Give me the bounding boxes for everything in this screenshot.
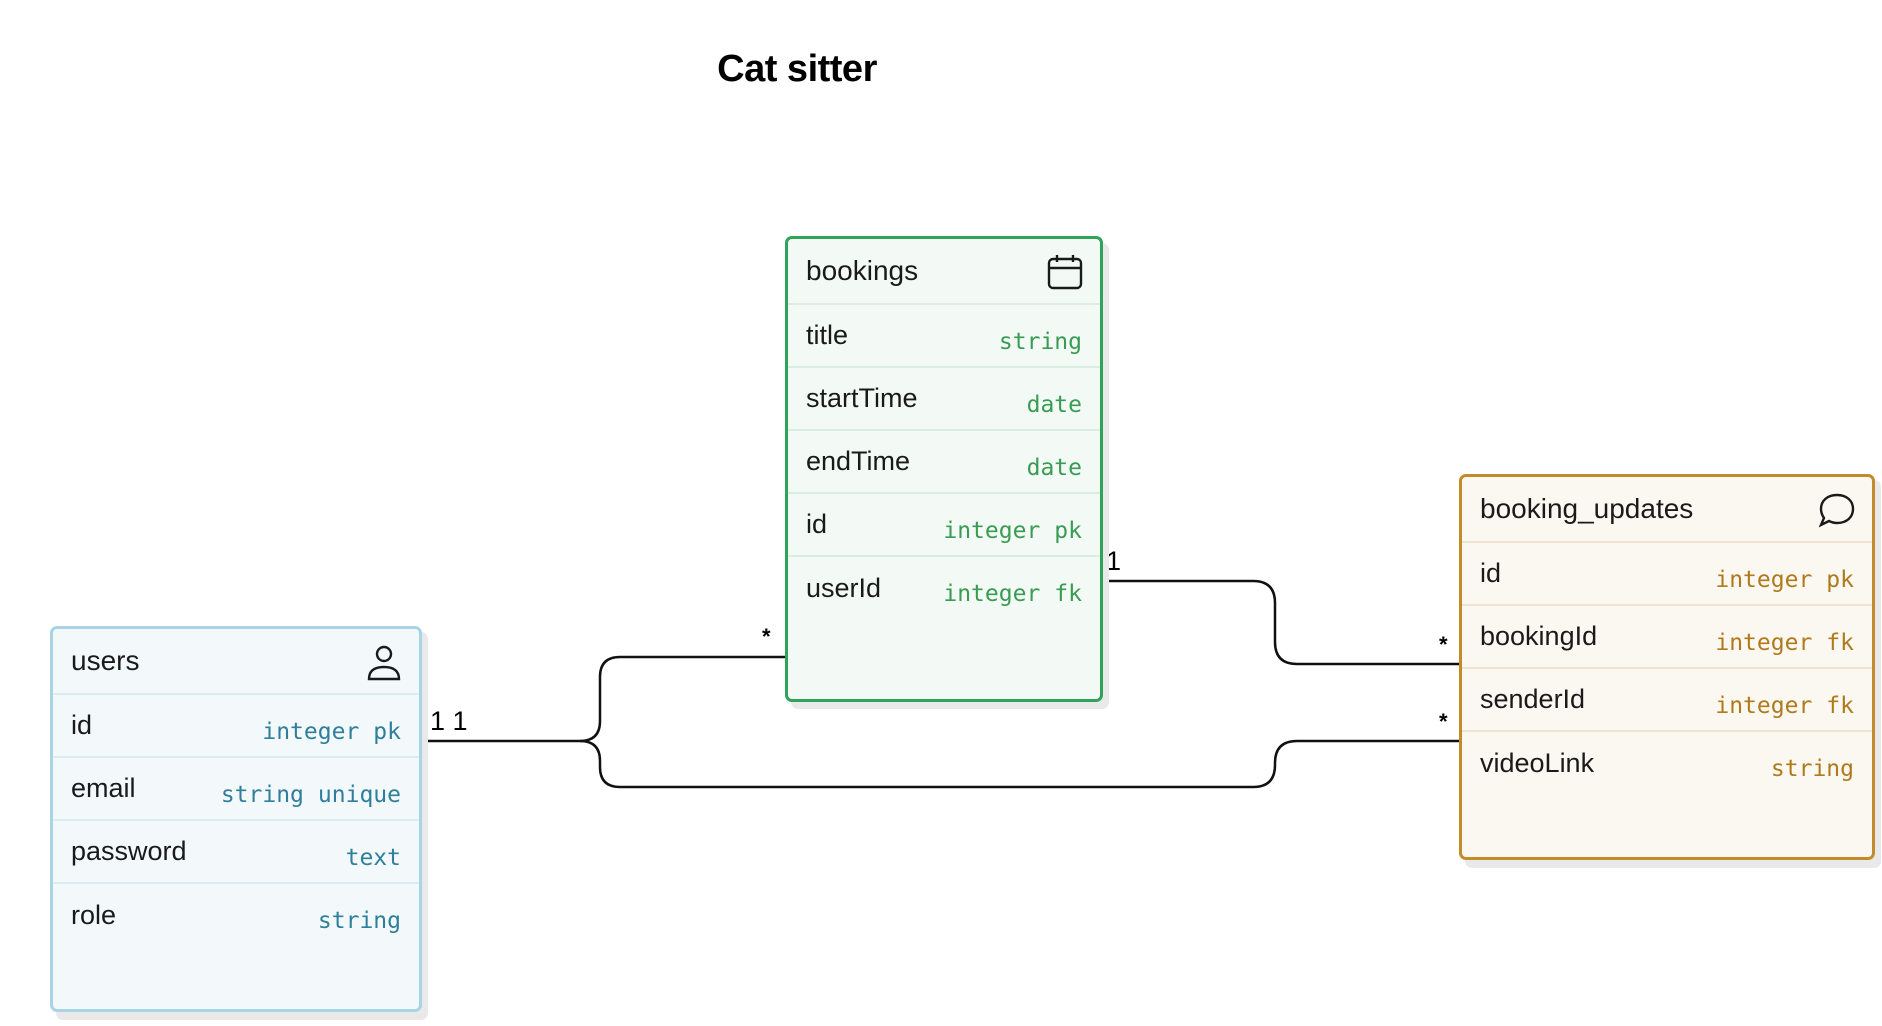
field-type: date [1026, 392, 1082, 418]
field-key: unique [317, 782, 401, 808]
field-name: id [806, 509, 828, 539]
field-name: senderId [1480, 684, 1586, 714]
field-key: pk [373, 719, 401, 745]
field-name: endTime [806, 446, 911, 476]
bookings-field-userid: userId integer fk [788, 557, 1100, 620]
field-name: id [71, 710, 93, 740]
connector-users-bookings [412, 655, 791, 743]
users-field-email: email string unique [53, 758, 419, 821]
field-type: integer [943, 518, 1041, 544]
cardinality-bookings-one: 1 [1106, 546, 1122, 576]
booking-updates-field-bookingid: bookingId integer fk [1462, 606, 1872, 669]
field-type: integer [1715, 567, 1813, 593]
bookings-field-title: title string [788, 305, 1100, 368]
cardinality-bookings-many: * [762, 624, 771, 649]
field-type: string [220, 782, 304, 808]
field-name: role [71, 900, 117, 930]
field-type: integer [262, 719, 360, 745]
field-name: id [1480, 558, 1502, 588]
field-name: password [71, 836, 187, 866]
booking-updates-field-videolink: videoLink string [1462, 732, 1872, 795]
bookings-field-id: id integer pk [788, 494, 1100, 557]
field-name: email [71, 773, 136, 803]
bookings-table[interactable]: bookings title string startTime date end… [785, 236, 1103, 702]
field-key: fk [1826, 693, 1854, 719]
users-table[interactable]: users id integer pk email string unique pa… [50, 626, 422, 1012]
users-field-id: id integer pk [53, 695, 419, 758]
field-type: integer [943, 581, 1041, 607]
booking-updates-table-name: booking_updates [1480, 493, 1694, 524]
field-name: bookingId [1480, 621, 1598, 651]
field-type: string [317, 908, 401, 934]
field-key: fk [1826, 630, 1854, 656]
field-type: integer [1715, 693, 1813, 719]
chat-bubble-icon [1818, 493, 1855, 528]
diagram-title: Cat sitter [717, 48, 877, 90]
field-key: pk [1826, 567, 1854, 593]
bookings-field-endtime: endTime date [788, 431, 1100, 494]
cardinality-senderid-many: * [1439, 709, 1448, 734]
field-type: text [345, 845, 401, 871]
field-type: integer [1715, 630, 1813, 656]
field-type: string [998, 329, 1082, 355]
booking-updates-field-senderid: senderId integer fk [1462, 669, 1872, 732]
field-type: date [1026, 455, 1082, 481]
field-key: pk [1054, 518, 1082, 544]
user-icon [367, 645, 401, 681]
bookings-table-header: bookings [788, 239, 1100, 305]
booking-updates-field-id: id integer pk [1462, 543, 1872, 606]
connector-bookings-updates [1087, 579, 1467, 666]
field-key: fk [1054, 581, 1082, 607]
calendar-icon [1047, 255, 1083, 290]
field-name: userId [806, 573, 882, 603]
field-type: string [1770, 756, 1854, 782]
field-name: startTime [806, 383, 918, 413]
cardinality-users-one: 1 1 [430, 706, 468, 736]
booking-updates-table[interactable]: booking_updates id integer pk bookingId i… [1459, 474, 1875, 860]
field-name: title [806, 320, 849, 350]
users-table-header: users [53, 629, 419, 695]
bookings-field-starttime: startTime date [788, 368, 1100, 431]
booking-updates-table-header: booking_updates [1462, 477, 1872, 543]
field-name: videoLink [1480, 748, 1595, 778]
bookings-table-name: bookings [806, 255, 919, 286]
users-table-name: users [71, 645, 140, 676]
users-field-role: role string [53, 884, 419, 947]
connector-users-updates [579, 739, 1467, 789]
users-field-password: password text [53, 821, 419, 884]
cardinality-bookingid-many: * [1439, 632, 1448, 657]
